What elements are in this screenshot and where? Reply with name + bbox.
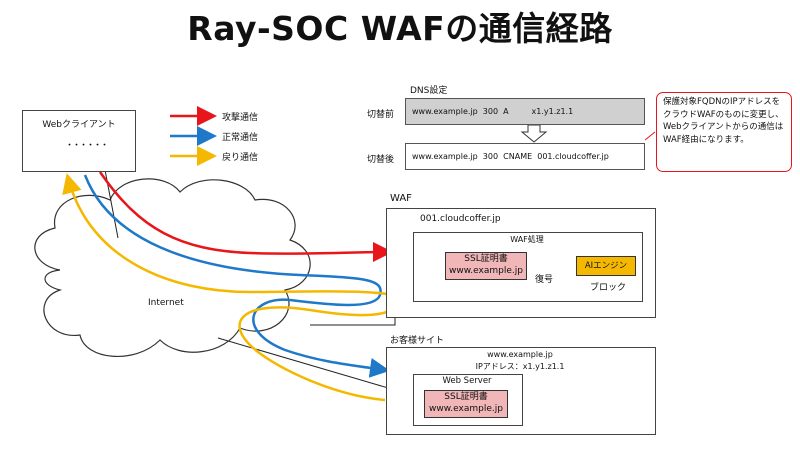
dns-after-label: 切替後 bbox=[367, 155, 395, 165]
waf-title: WAF bbox=[390, 193, 412, 204]
site-ip: IPアドレス：x1.y1.z1.1 bbox=[475, 362, 565, 371]
web-server-label: Web Server bbox=[442, 376, 492, 386]
waf-decrypt-label: 復号 bbox=[535, 275, 554, 285]
normal-path bbox=[83, 174, 390, 378]
dns-after-record: www.example.jp 300 CNAME 001.cloudcoffer… bbox=[405, 143, 645, 170]
site-title: お客様サイト bbox=[390, 336, 445, 346]
waf-block-label: ブロック bbox=[590, 283, 627, 293]
dns-after-text: www.example.jp 300 CNAME 001.cloudcoffer… bbox=[412, 152, 609, 161]
internet-label: Internet bbox=[148, 298, 184, 308]
client-box: Webクライアント ・・・・・・ bbox=[22, 110, 136, 172]
dns-before-text: www.example.jp 300 A x1.y1.z1.1 bbox=[412, 107, 574, 116]
page-title: Ray-SOC WAFの通信経路 bbox=[187, 9, 613, 48]
legend-attack: 攻撃通信 bbox=[222, 113, 259, 123]
waf-ssl-cert: SSL証明書 www.example.jp bbox=[445, 252, 527, 280]
ai-engine-box: AIエンジン bbox=[576, 256, 636, 276]
dns-before-label: 切替前 bbox=[367, 110, 395, 120]
site-ssl-cert: SSL証明書 www.example.jp bbox=[424, 390, 508, 418]
waf-host: 001.cloudcoffer.jp bbox=[420, 214, 501, 224]
attack-path bbox=[98, 171, 393, 263]
legend-normal: 正常通信 bbox=[222, 133, 259, 143]
waf-process-title: WAF処理 bbox=[510, 235, 544, 244]
note-text: 保護対象FQDNのIPアドレスをクラウドWAFのものに変更し、Webクライアント… bbox=[663, 97, 784, 145]
client-dots: ・・・・・・ bbox=[65, 141, 109, 151]
client-label: Webクライアント bbox=[42, 120, 116, 130]
dns-before-record: www.example.jp 300 A x1.y1.z1.1 bbox=[405, 98, 645, 125]
note-callout: 保護対象FQDNのIPアドレスをクラウドWAFのものに変更し、Webクライアント… bbox=[656, 92, 792, 172]
legend-return: 戻り通信 bbox=[222, 153, 259, 163]
internet-cloud bbox=[34, 178, 311, 358]
site-domain: www.example.jp bbox=[487, 350, 553, 359]
dns-title: DNS設定 bbox=[410, 86, 448, 96]
